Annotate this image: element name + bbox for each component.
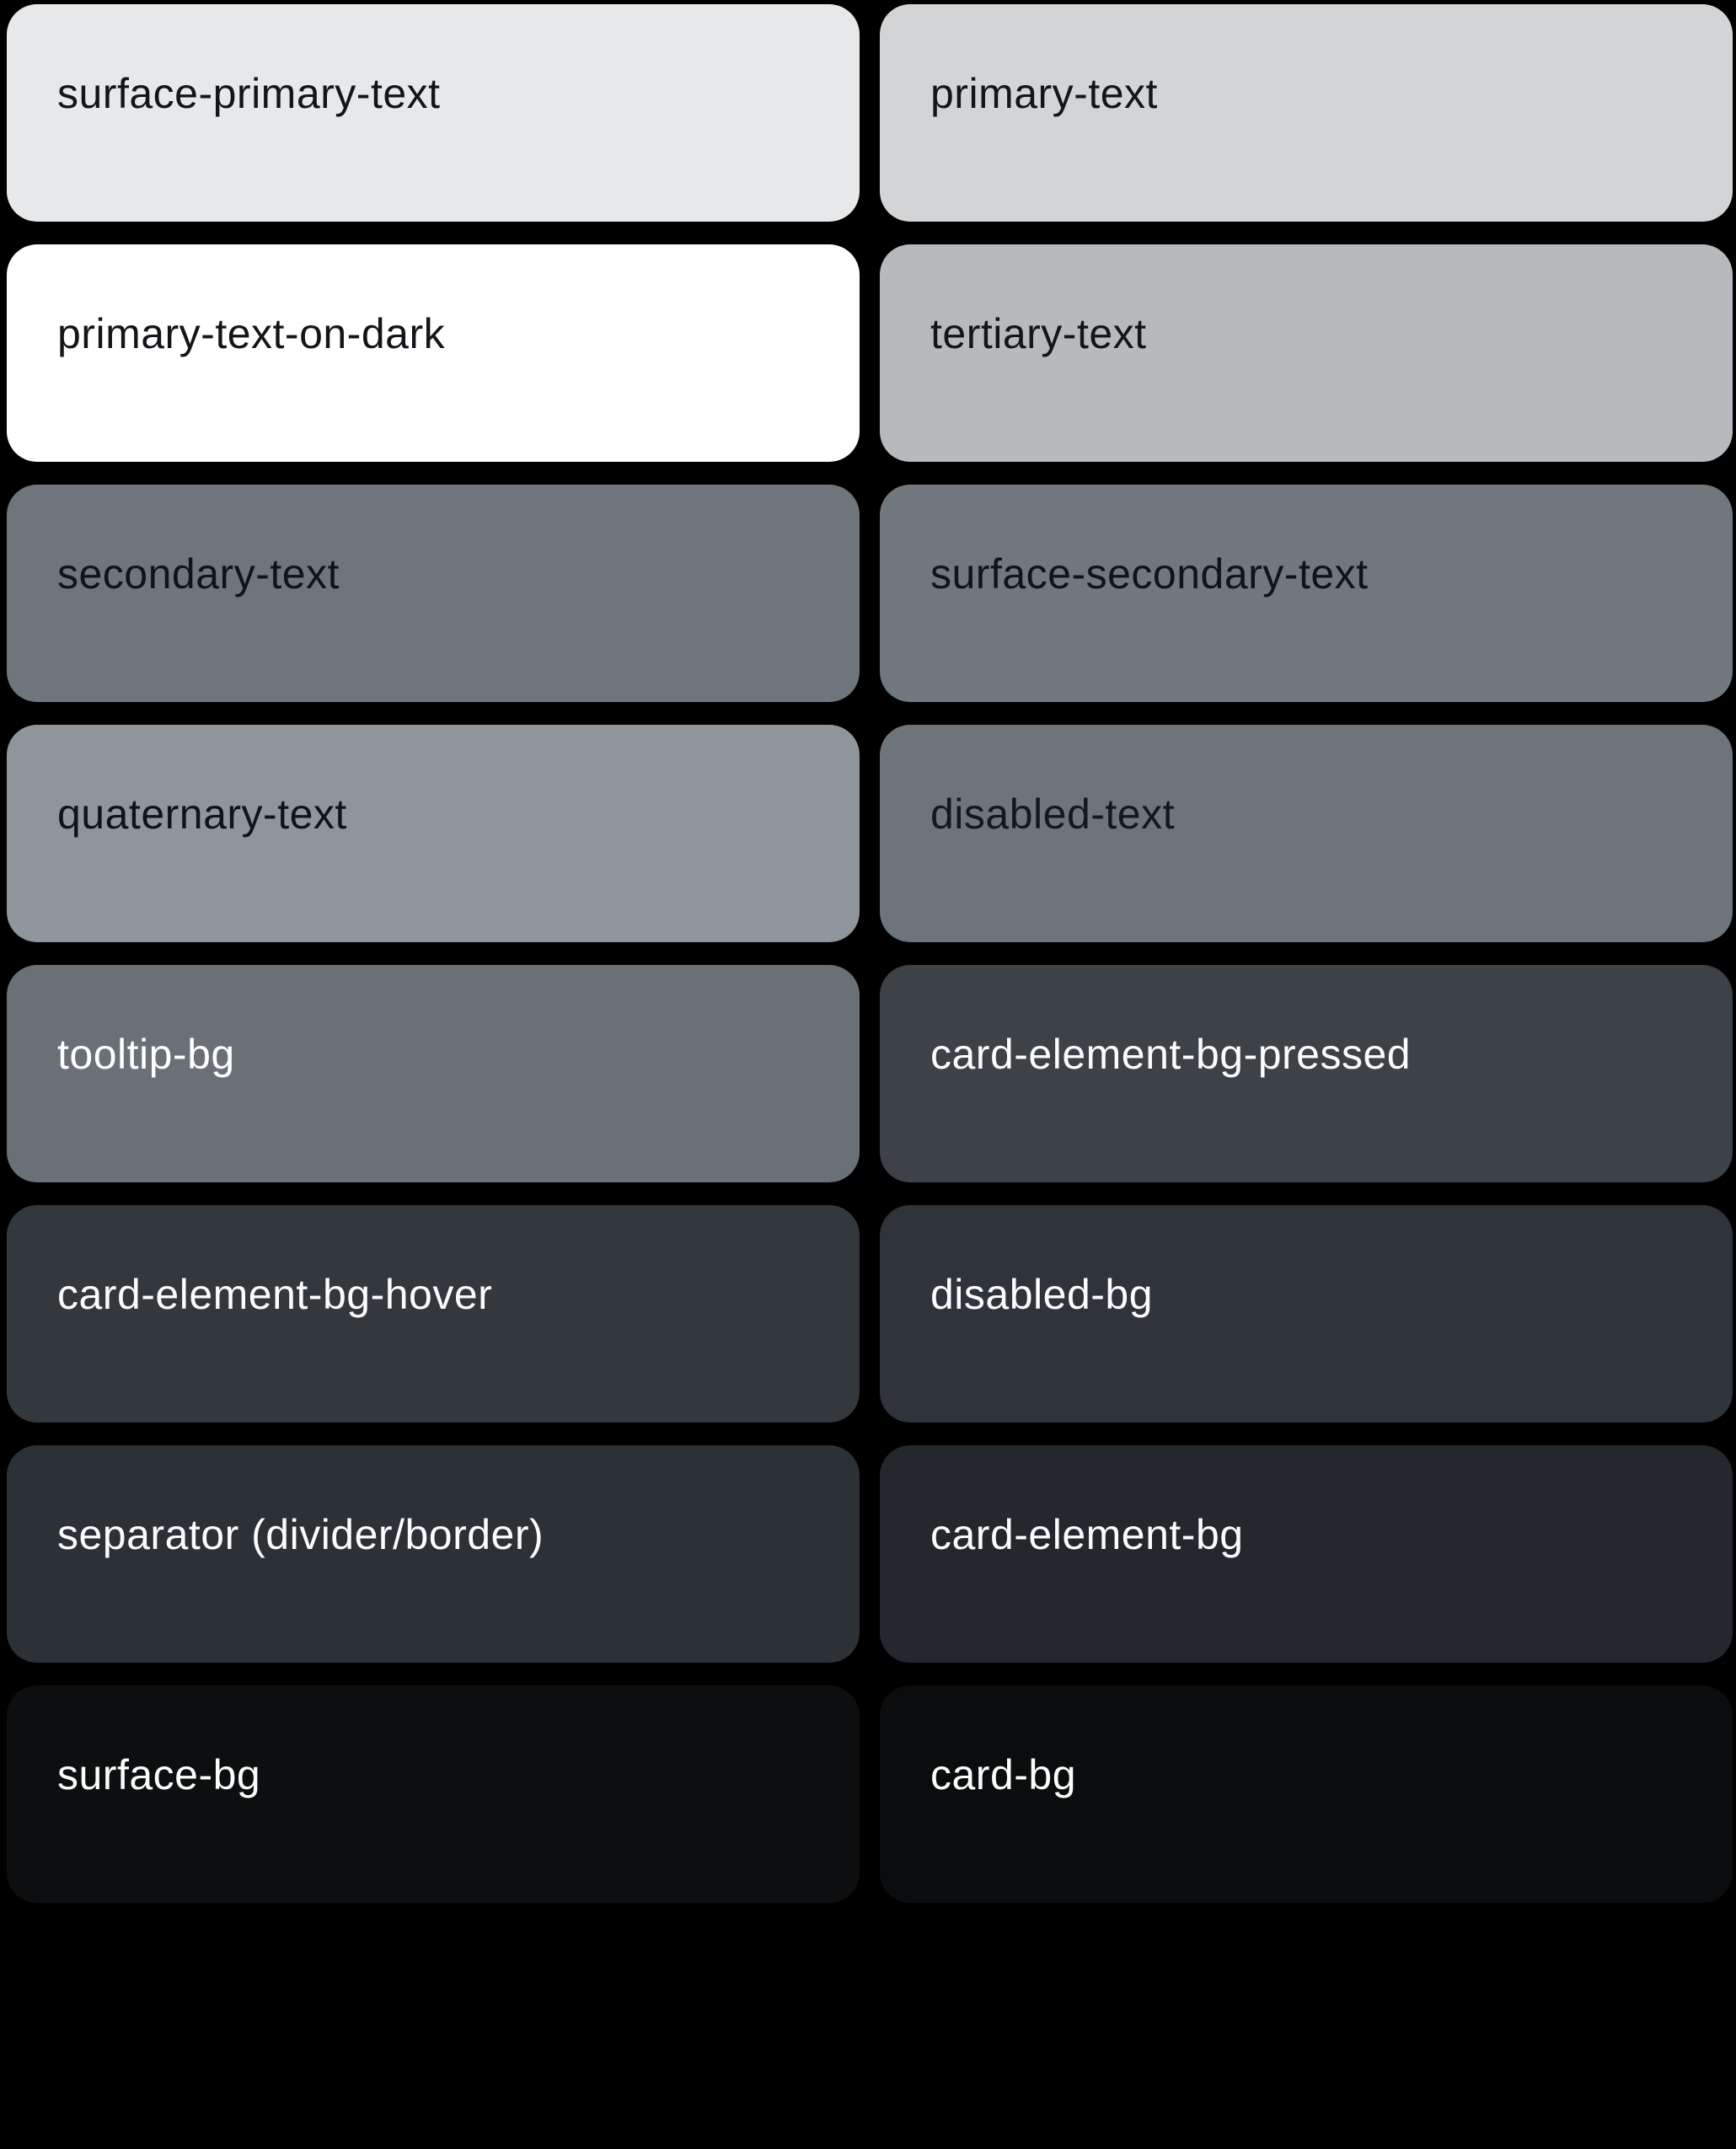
color-swatch-card-tertiary-text: tertiary-text [880,244,1733,462]
color-token-label: primary-text [930,70,1158,117]
color-swatch-card-card-element-bg-pressed: card-element-bg-pressed [880,965,1733,1182]
color-token-label: surface-bg [57,1751,261,1798]
color-token-label: secondary-text [57,550,340,598]
color-token-palette: surface-primary-text primary-text primar… [7,4,1733,1903]
color-token-label: quaternary-text [57,790,347,838]
color-token-label: card-element-bg [930,1511,1244,1558]
color-swatch-card-primary-text: primary-text [880,4,1733,222]
color-token-label: separator (divider/border) [57,1511,544,1558]
color-swatch-card-separator-divider-border-: separator (divider/border) [7,1445,860,1663]
color-token-label: disabled-bg [930,1271,1154,1318]
color-swatch-card-disabled-bg: disabled-bg [880,1205,1733,1423]
color-token-label: tooltip-bg [57,1031,235,1078]
color-swatch-card-card-element-bg: card-element-bg [880,1445,1733,1663]
color-swatch-card-primary-text-on-dark: primary-text-on-dark [7,244,860,462]
color-swatch-card-card-element-bg-hover: card-element-bg-hover [7,1205,860,1423]
color-swatch-card-quaternary-text: quaternary-text [7,725,860,942]
color-swatch-card-surface-secondary-text: surface-secondary-text [880,485,1733,702]
color-swatch-card-tooltip-bg: tooltip-bg [7,965,860,1182]
color-token-label: tertiary-text [930,310,1147,357]
color-swatch-card-card-bg: card-bg [880,1685,1733,1903]
color-swatch-card-secondary-text: secondary-text [7,485,860,702]
color-token-label: primary-text-on-dark [57,310,446,357]
color-swatch-card-surface-bg: surface-bg [7,1685,860,1903]
color-swatch-card-surface-primary-text: surface-primary-text [7,4,860,222]
color-token-label: card-bg [930,1751,1077,1798]
color-token-label: disabled-text [930,790,1175,838]
color-token-label: surface-primary-text [57,70,441,117]
color-swatch-card-disabled-text: disabled-text [880,725,1733,942]
color-token-label: card-element-bg-hover [57,1271,493,1318]
color-token-label: card-element-bg-pressed [930,1031,1412,1078]
color-token-label: surface-secondary-text [930,550,1369,598]
